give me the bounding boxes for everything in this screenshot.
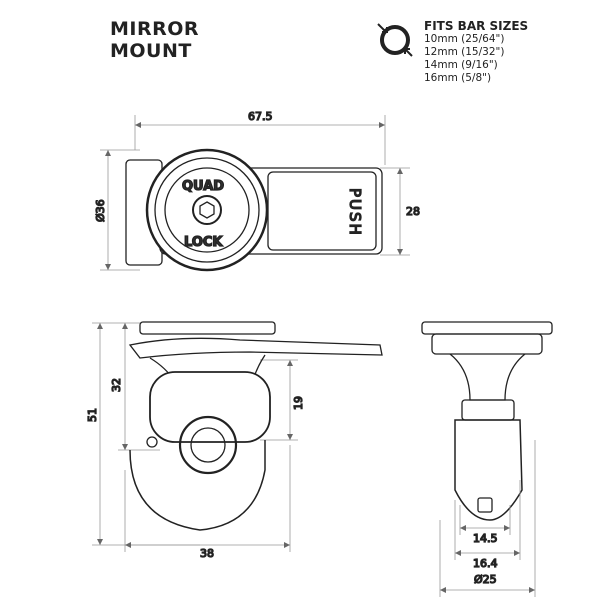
bar-size-item: 12mm (15/32") <box>424 46 505 58</box>
dim-width-38: 38 <box>200 547 214 560</box>
dim-height-51: 51 <box>86 408 99 422</box>
dim-tab-28: 28 <box>406 205 420 218</box>
front-view: 14.5 16.4 Ø25 <box>421 321 553 597</box>
dim-clamp-19: 19 <box>292 396 305 410</box>
dim-width-14-5: 14.5 <box>473 532 498 545</box>
page-title: MIRROR MOUNT <box>110 18 199 62</box>
bar-sizes-heading: FITS BAR SIZES <box>424 19 529 33</box>
dim-diameter-36: Ø36 <box>94 199 107 222</box>
push-label: PUSH <box>346 188 364 237</box>
bar-size-item: 14mm (9/16") <box>424 59 498 71</box>
logo-lock: LOCK <box>184 235 223 250</box>
side-view: 51 32 19 38 <box>85 321 383 561</box>
dim-width-67-5: 67.5 <box>248 110 273 123</box>
top-view: 67.5 Ø36 28 PUSH QUAD LOCK <box>93 109 421 272</box>
bar-size-item: 16mm (5/8") <box>424 72 492 84</box>
bar-size-item: 10mm (25/64") <box>424 33 505 45</box>
bar-sizes-block: FITS BAR SIZES 10mm (25/64") 12mm (15/32… <box>424 20 528 85</box>
dim-width-16-4: 16.4 <box>473 557 498 570</box>
dim-height-32: 32 <box>110 378 123 392</box>
title-line-2: MOUNT <box>110 40 192 62</box>
title-line-1: MIRROR <box>110 18 200 40</box>
bar-diameter-icon <box>377 23 413 57</box>
dim-diameter-25: Ø25 <box>474 573 497 586</box>
logo-quad: QUAD <box>182 179 224 194</box>
